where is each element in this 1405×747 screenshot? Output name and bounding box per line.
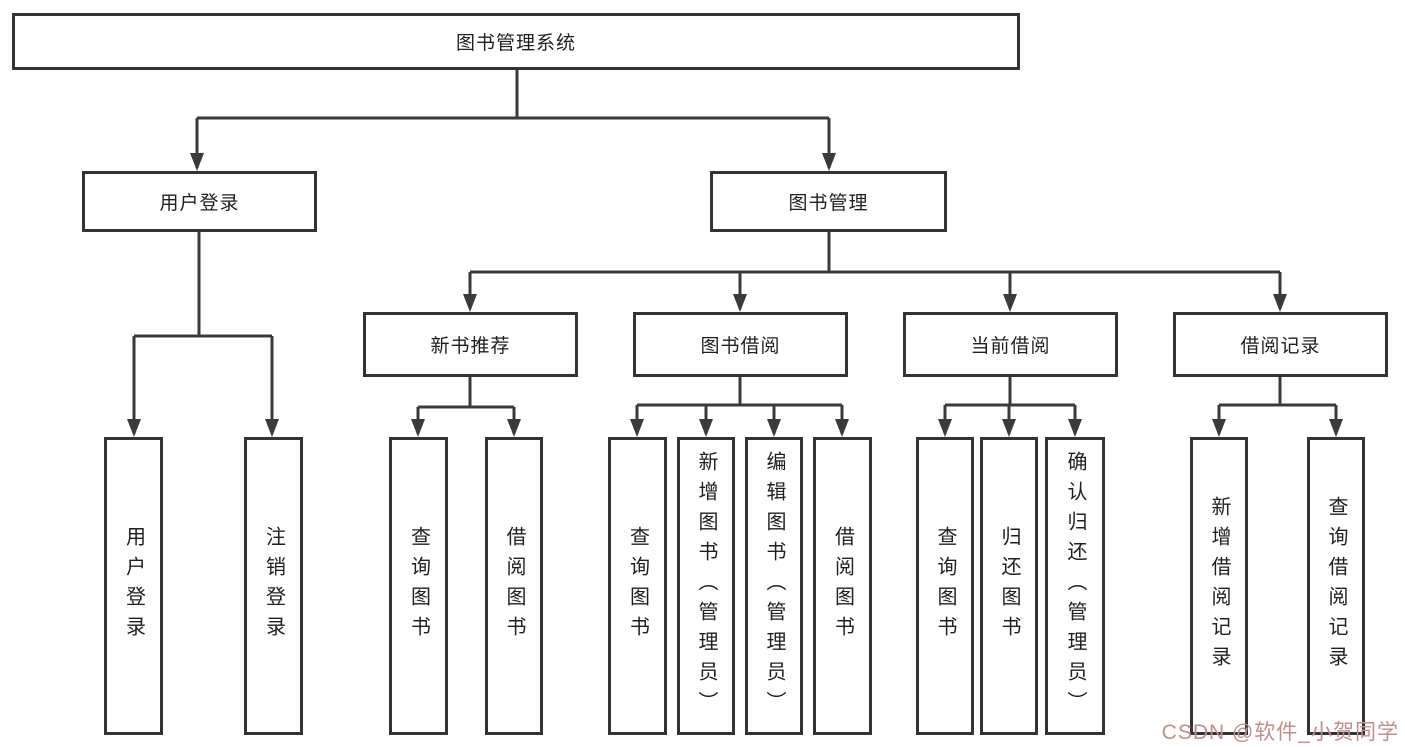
leaf-edit-books-admin: 编辑图书（管理员） [745, 437, 803, 735]
leaf-query-books-recommend: 查询图书 [389, 437, 448, 735]
node-borrowing-records: 借阅记录 [1173, 312, 1388, 377]
arrowheads [127, 153, 1343, 437]
leaf-query-borrow-record: 查询借阅记录 [1307, 437, 1365, 735]
leaf-confirm-return-admin: 确认归还（管理员） [1045, 437, 1105, 735]
node-new-book-recommendation: 新书推荐 [363, 312, 578, 377]
node-book-management: 图书管理 [710, 171, 947, 232]
leaf-query-books-borrow: 查询图书 [608, 437, 667, 735]
leaf-return-books: 归还图书 [980, 437, 1038, 735]
leaf-borrow-books: 借阅图书 [813, 437, 872, 735]
leaf-query-books-current: 查询图书 [916, 437, 974, 735]
node-user-login: 用户登录 [82, 171, 317, 232]
node-book-borrowing: 图书借阅 [633, 312, 848, 377]
csdn-watermark: CSDN @软件_小贺同学 [1161, 721, 1399, 744]
leaf-borrow-books-recommend: 借阅图书 [485, 437, 543, 735]
leaf-add-books-admin: 新增图书（管理员） [677, 437, 735, 735]
leaf-user-login: 用户登录 [104, 437, 163, 735]
leaf-logout: 注销登录 [244, 437, 303, 735]
node-library-management-system: 图书管理系统 [12, 13, 1020, 70]
leaf-add-borrow-record: 新增借阅记录 [1190, 437, 1248, 735]
node-current-borrowing: 当前借阅 [903, 312, 1118, 377]
